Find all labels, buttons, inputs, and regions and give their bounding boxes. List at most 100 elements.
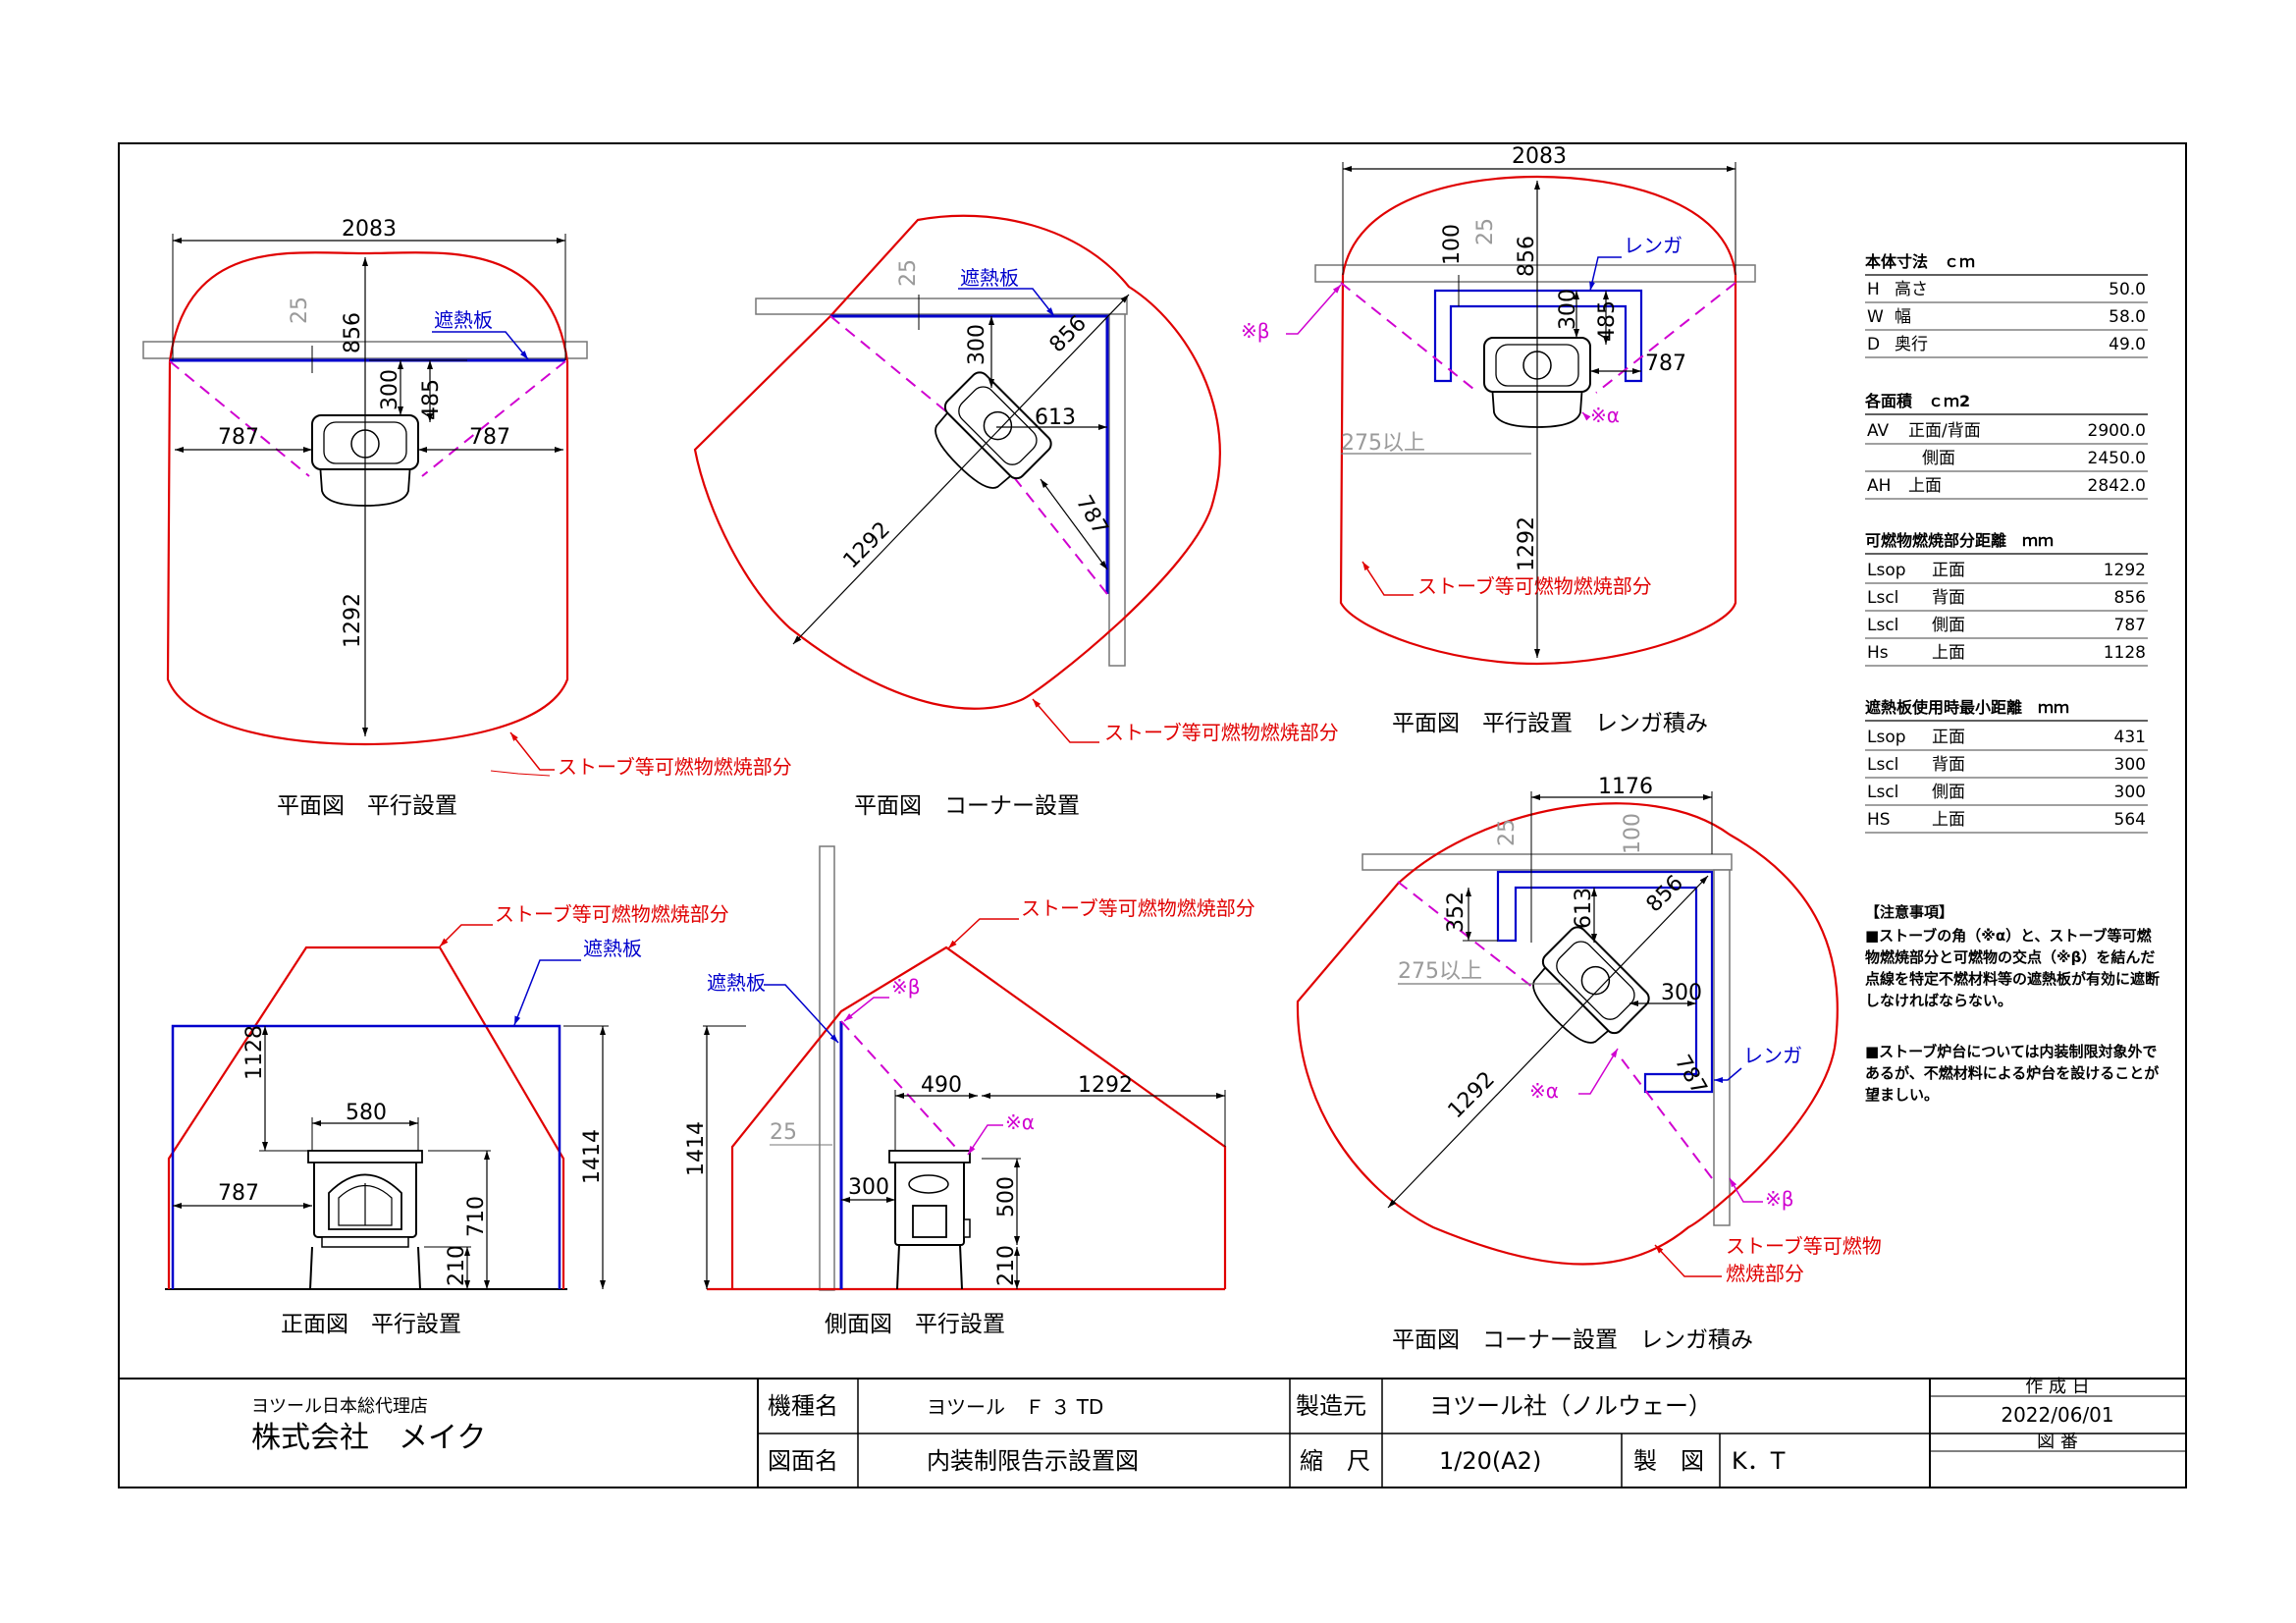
alpha-label: ※α <box>1005 1110 1035 1134</box>
caption-plan-corner-brick: 平面図 コーナー設置 レンガ積み <box>1392 1327 1753 1353</box>
note-line: 点線を特定不燃材料等の遮熱板が有効に遮断 <box>1865 970 2160 988</box>
scale-label: 縮 尺 <box>1300 1447 1370 1475</box>
agency-label: ヨツール日本総代理店 <box>251 1396 428 1417</box>
body-dims-title: 本体寸法 ｃｍ <box>1865 252 1975 271</box>
dim-min275: 275以上 <box>1341 431 1425 456</box>
dim-front: 1292 <box>341 593 365 648</box>
dim-leg: 210 <box>994 1245 1019 1286</box>
row-key: AH <box>1867 476 1891 496</box>
row-value: 49.0 <box>2109 335 2146 354</box>
row-label: 上面 <box>1932 810 1965 830</box>
row-value: 787 <box>2114 616 2146 635</box>
combustion-zone-label: ストーブ等可燃物燃焼部分 <box>1104 721 1339 744</box>
dim-100: 100 <box>1440 224 1465 265</box>
row-value: 1292 <box>2104 561 2146 580</box>
shield-row: Lscl 背面 300 <box>1865 755 2148 779</box>
row-key: D <box>1867 335 1880 354</box>
stove-front-icon <box>307 1150 423 1290</box>
combustion-zone-label: ストーブ等可燃物燃焼部分 <box>1417 574 1652 598</box>
shield-row: Lsop 正面 431 <box>1865 728 2148 751</box>
wall-side <box>1108 313 1126 667</box>
row-key: HS <box>1867 810 1891 830</box>
caption-plan-parallel: 平面図 平行設置 <box>277 793 457 819</box>
dim-300: 300 <box>1556 289 1580 330</box>
drafter-label: 製 図 <box>1633 1447 1704 1475</box>
dim-back: 856 <box>341 312 365 353</box>
sheet-border <box>118 142 2187 1488</box>
stove-side-icon <box>888 1150 971 1290</box>
heat-shield <box>171 1024 561 1289</box>
heat-shield-label: 遮熱板 <box>707 971 766 995</box>
row-value: 431 <box>2114 728 2146 747</box>
dim-side: 787 <box>1645 352 1686 376</box>
caption-side-view: 側面図 平行設置 <box>825 1312 1005 1337</box>
row-label: 背面 <box>1932 588 1965 608</box>
note-line: あるが、不燃材料による炉台を設けることが <box>1865 1064 2160 1082</box>
area-row: 側面 2450.0 <box>1865 449 2148 472</box>
dist-row: Lscl 側面 787 <box>1865 616 2148 639</box>
row-key: H <box>1867 280 1880 299</box>
plan-corner-brick-view: 1176 25 100 352 613 856 275以上 300 787 12… <box>1296 775 1882 1353</box>
row-value: 856 <box>2114 588 2146 608</box>
beta-label: ※β <box>1765 1187 1794 1211</box>
dim-front: 1292 <box>1078 1073 1133 1098</box>
notes-title: 【注意事項】 <box>1865 903 1953 921</box>
dim-back: 856 <box>1045 311 1092 357</box>
title-block: ヨツール日本総代理店 株式会社 メイク 機種名 ヨツール Ｆ ３ TD 製造元 … <box>119 1377 2186 1488</box>
dist-row: Hs 上面 1128 <box>1865 643 2148 667</box>
dim-top: 1128 <box>242 1025 267 1080</box>
caption-front-view: 正面図 平行設置 <box>281 1312 461 1337</box>
dim-leg: 210 <box>445 1245 469 1286</box>
created-label: 作 成 日 <box>2025 1377 2089 1397</box>
dim-height: 710 <box>464 1196 489 1237</box>
scale-value: 1/20(A2) <box>1439 1447 1541 1475</box>
row-label: 背面 <box>1932 755 1965 775</box>
dim-wall-gap: 25 <box>770 1120 797 1145</box>
dim-width: 1176 <box>1598 775 1653 799</box>
dim-300: 300 <box>1661 981 1702 1005</box>
caption-plan-parallel-brick: 平面図 平行設置 レンガ積み <box>1392 711 1708 736</box>
plan-parallel-brick-view: 2083 856 100 25 300 485 787 275以上 1292 レ… <box>1241 144 1756 736</box>
beta-label: ※β <box>891 975 921 999</box>
combustion-zone-label: ストーブ等可燃物燃焼部分 <box>1021 896 1255 920</box>
row-label: 側面 <box>1932 616 1965 635</box>
body-row: W 幅 58.0 <box>1865 307 2148 331</box>
row-label: 正面 <box>1932 728 1965 747</box>
dist-title: 可燃物燃焼部分距離 ｍｍ <box>1865 531 2054 550</box>
area-row: AV 正面/背面 2900.0 <box>1865 421 2148 445</box>
alpha-label: ※α <box>1590 404 1620 427</box>
shield-line-1 <box>829 315 948 413</box>
dim-485: 485 <box>419 379 444 420</box>
row-key: AV <box>1867 421 1890 441</box>
row-label: 奥行 <box>1895 335 1928 354</box>
row-label: 上面 <box>1908 476 1942 496</box>
row-value: 2842.0 <box>2088 476 2146 496</box>
shield-line-left <box>1340 282 1479 394</box>
row-value: 564 <box>2114 810 2146 830</box>
dim-side-left: 787 <box>218 425 259 450</box>
wall-back <box>755 298 1128 315</box>
dim-depth: 490 <box>921 1073 962 1098</box>
dim-min275: 275以上 <box>1398 959 1482 984</box>
note-line: しなければならない。 <box>1865 992 2012 1009</box>
brick-label: レンガ <box>1743 1044 1802 1067</box>
dim-side-right: 787 <box>469 425 510 450</box>
dist-row: Lscl 背面 856 <box>1865 588 2148 612</box>
row-label: 側面 <box>1922 449 1955 468</box>
combustion-zone-label: ストーブ等可燃物燃焼部分 <box>495 902 729 926</box>
heat-shield-label: 遮熱板 <box>434 308 493 332</box>
combustion-zone-outline <box>167 946 565 1289</box>
plan-parallel-view: 2083 856 25 300 485 787 787 1292 遮熱板 ストー… <box>142 217 792 819</box>
dim-wall-gap: 25 <box>1473 218 1498 245</box>
row-label: 側面 <box>1932 783 1965 802</box>
row-key: Lscl <box>1867 783 1898 802</box>
maker-value: ヨツール社（ノルウェー） <box>1429 1392 1712 1420</box>
row-key: Hs <box>1867 643 1889 663</box>
dim-total: 1414 <box>684 1121 709 1176</box>
combustion-zone-label: ストーブ等可燃物燃焼部分 <box>558 755 792 779</box>
dim-front: 1292 <box>1444 1067 1500 1123</box>
spec-panel: 本体寸法 ｃｍ H 高さ 50.0 W 幅 58.0 D 奥行 49.0 各面積… <box>1864 252 2160 1104</box>
brick-label: レンガ <box>1624 234 1682 257</box>
row-value: 58.0 <box>2109 307 2146 327</box>
